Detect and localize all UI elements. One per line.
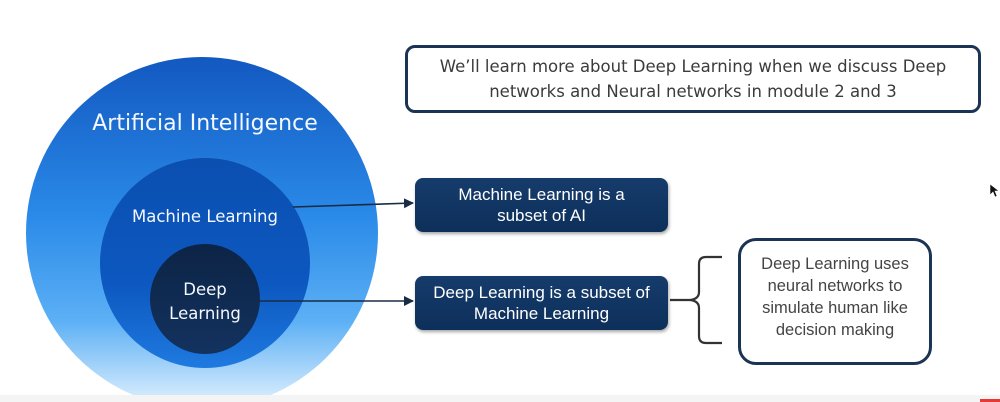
ai-circle-label: Artificial Intelligence [92,111,318,136]
dl-subset-text: Deep Learning is a subset of Machine Lea… [433,283,650,323]
ml-subset-box: Machine Learning is a subset of AI [415,178,668,232]
curly-brace [670,255,722,345]
ml-circle-label: Machine Learning [132,207,278,226]
ml-arrow [292,198,414,209]
dl-note-box: Deep Learning uses neural networks to si… [738,238,932,365]
mouse-cursor-icon [990,184,1000,198]
progress-indicator [980,399,1000,402]
dl-label-line1: Deep [183,280,227,299]
dl-circle-label: Deep Learning [150,278,260,326]
dl-note-text: Deep Learning uses neural networks to si… [761,255,909,339]
dl-subset-box: Deep Learning is a subset of Machine Lea… [415,276,668,330]
bottom-strip [0,395,1000,402]
top-note-box: We’ll learn more about Deep Learning whe… [405,45,981,113]
ml-subset-text: Machine Learning is a subset of AI [458,185,625,225]
dl-circle [150,244,260,354]
dl-label-line2: Learning [169,304,241,323]
top-note-text: We’ll learn more about Deep Learning whe… [439,57,947,101]
